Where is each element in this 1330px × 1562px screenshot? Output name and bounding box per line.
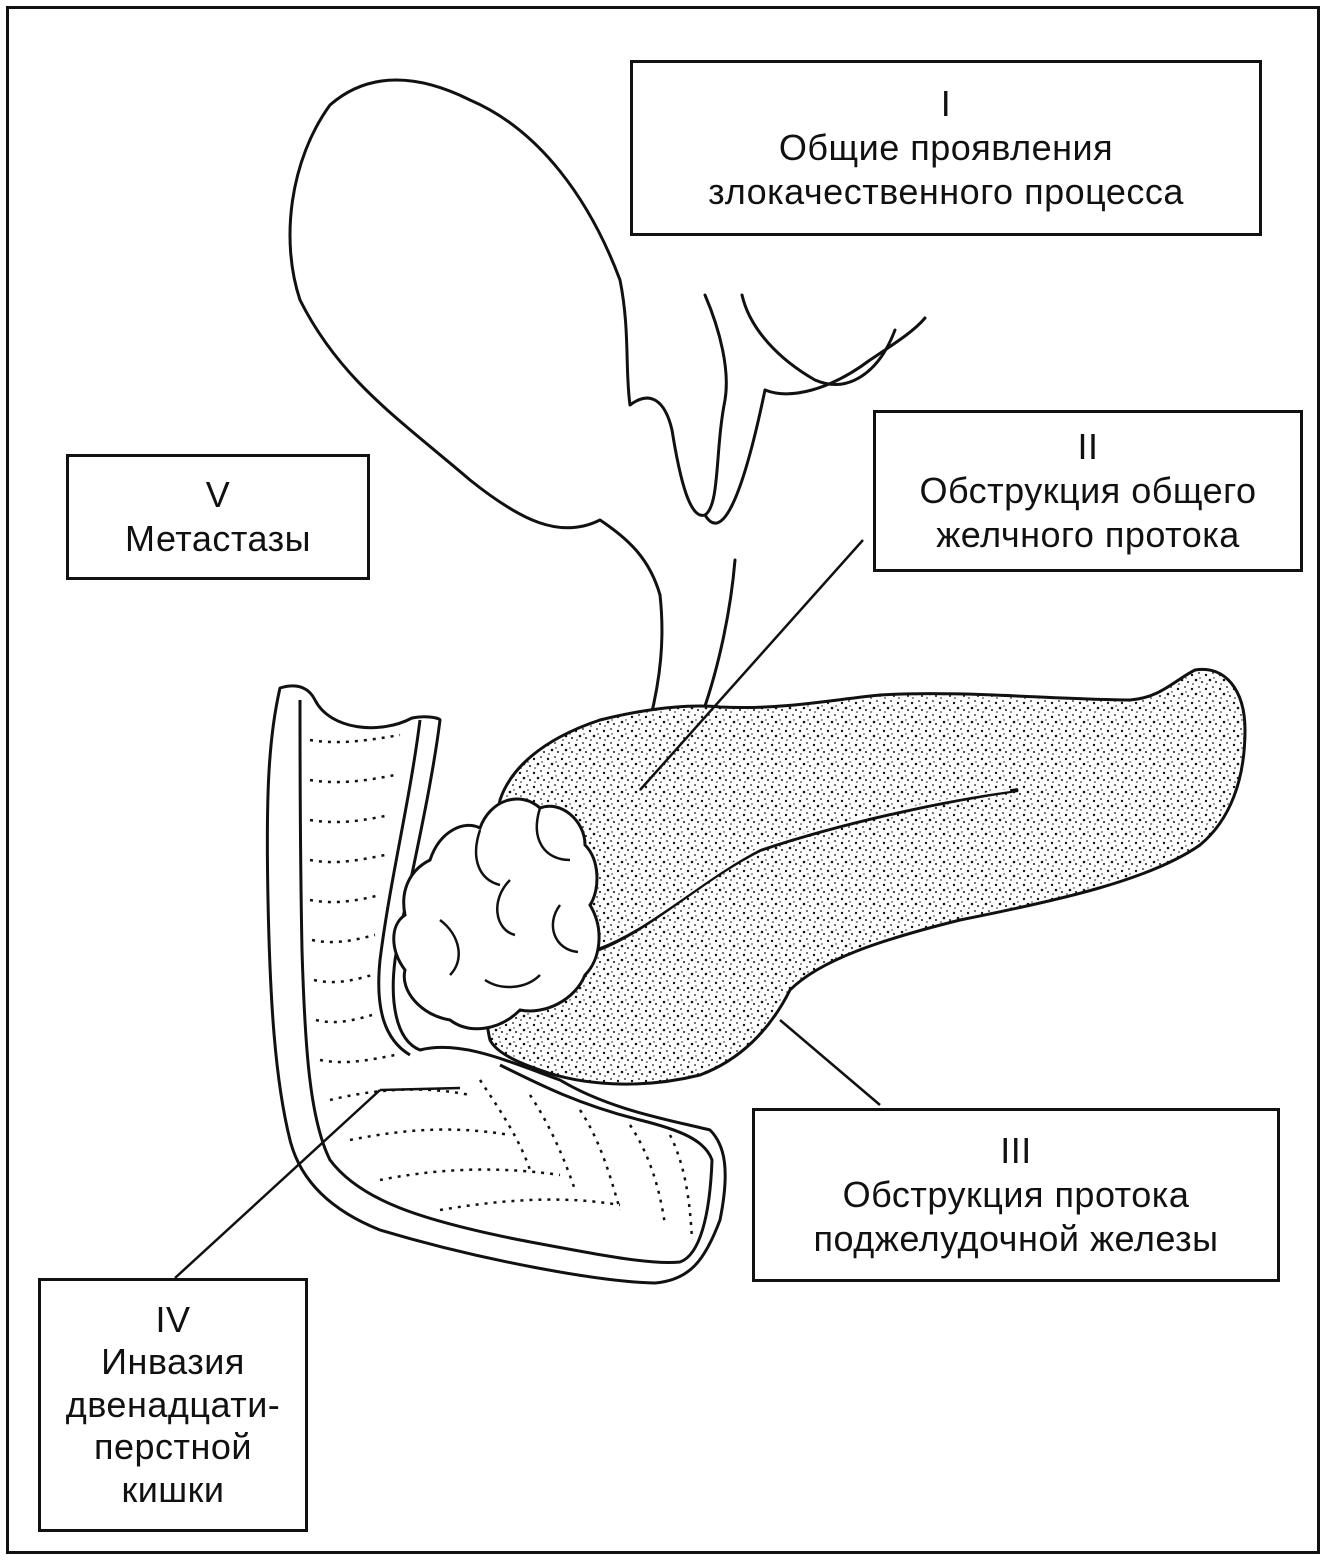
label-box-general-manifestations: I Общие проявления злокачественного проц… [630,60,1262,236]
duodenum-outer [265,684,727,1285]
label-box-bile-duct-obstruction: II Обструкция общего желчного протока [873,410,1303,572]
label-box-numeral: II [1077,426,1099,468]
label-box-numeral: III [1000,1130,1032,1172]
label-box-line: Обструкция протока [842,1174,1190,1216]
leader-lines [174,539,881,1279]
label-box-line: Инвазия [101,1341,245,1383]
pancreas-body [483,667,1247,1086]
pancreatic-duct [596,788,1019,952]
duodenum-inner [298,699,714,1264]
label-box-line: поджелудочной железы [813,1217,1219,1259]
duodenal-folds [309,733,694,1241]
hepatic-duct-right [740,293,897,386]
tumor-lobes [439,807,579,989]
label-box-line: желчного протока [936,513,1240,555]
label-box-line: Обструкция общего [919,470,1257,512]
duodenum-wall-left [377,719,422,1057]
label-box-line: злокачественного процесса [708,170,1184,212]
leader-line-box3 [779,1019,881,1106]
label-box-metastases: V Метастазы [66,454,370,580]
label-box-line: кишки [121,1468,225,1510]
label-box-line: Метастазы [125,518,311,559]
hepatic-duct-outer [763,316,927,396]
leader-line-box2 [639,539,864,791]
label-box-line: двенадцати- [65,1383,281,1425]
label-box-numeral: IV [155,1298,191,1340]
label-box-line: Общие проявления [778,127,1114,169]
pancreatic-duct-inner [599,789,1011,947]
leader-line-box4-cap [379,1086,461,1092]
label-box-numeral: I [940,83,952,125]
label-box-duodenal-invasion: IV Инвазия двенадцати- перстной кишки [38,1278,308,1532]
label-box-pancreatic-duct-obstruction: III Обструкция протока поджелудочной жел… [752,1108,1280,1282]
label-box-line: перстной [93,1426,253,1468]
label-box-numeral: V [205,474,231,516]
leader-line-box4 [174,1089,381,1279]
